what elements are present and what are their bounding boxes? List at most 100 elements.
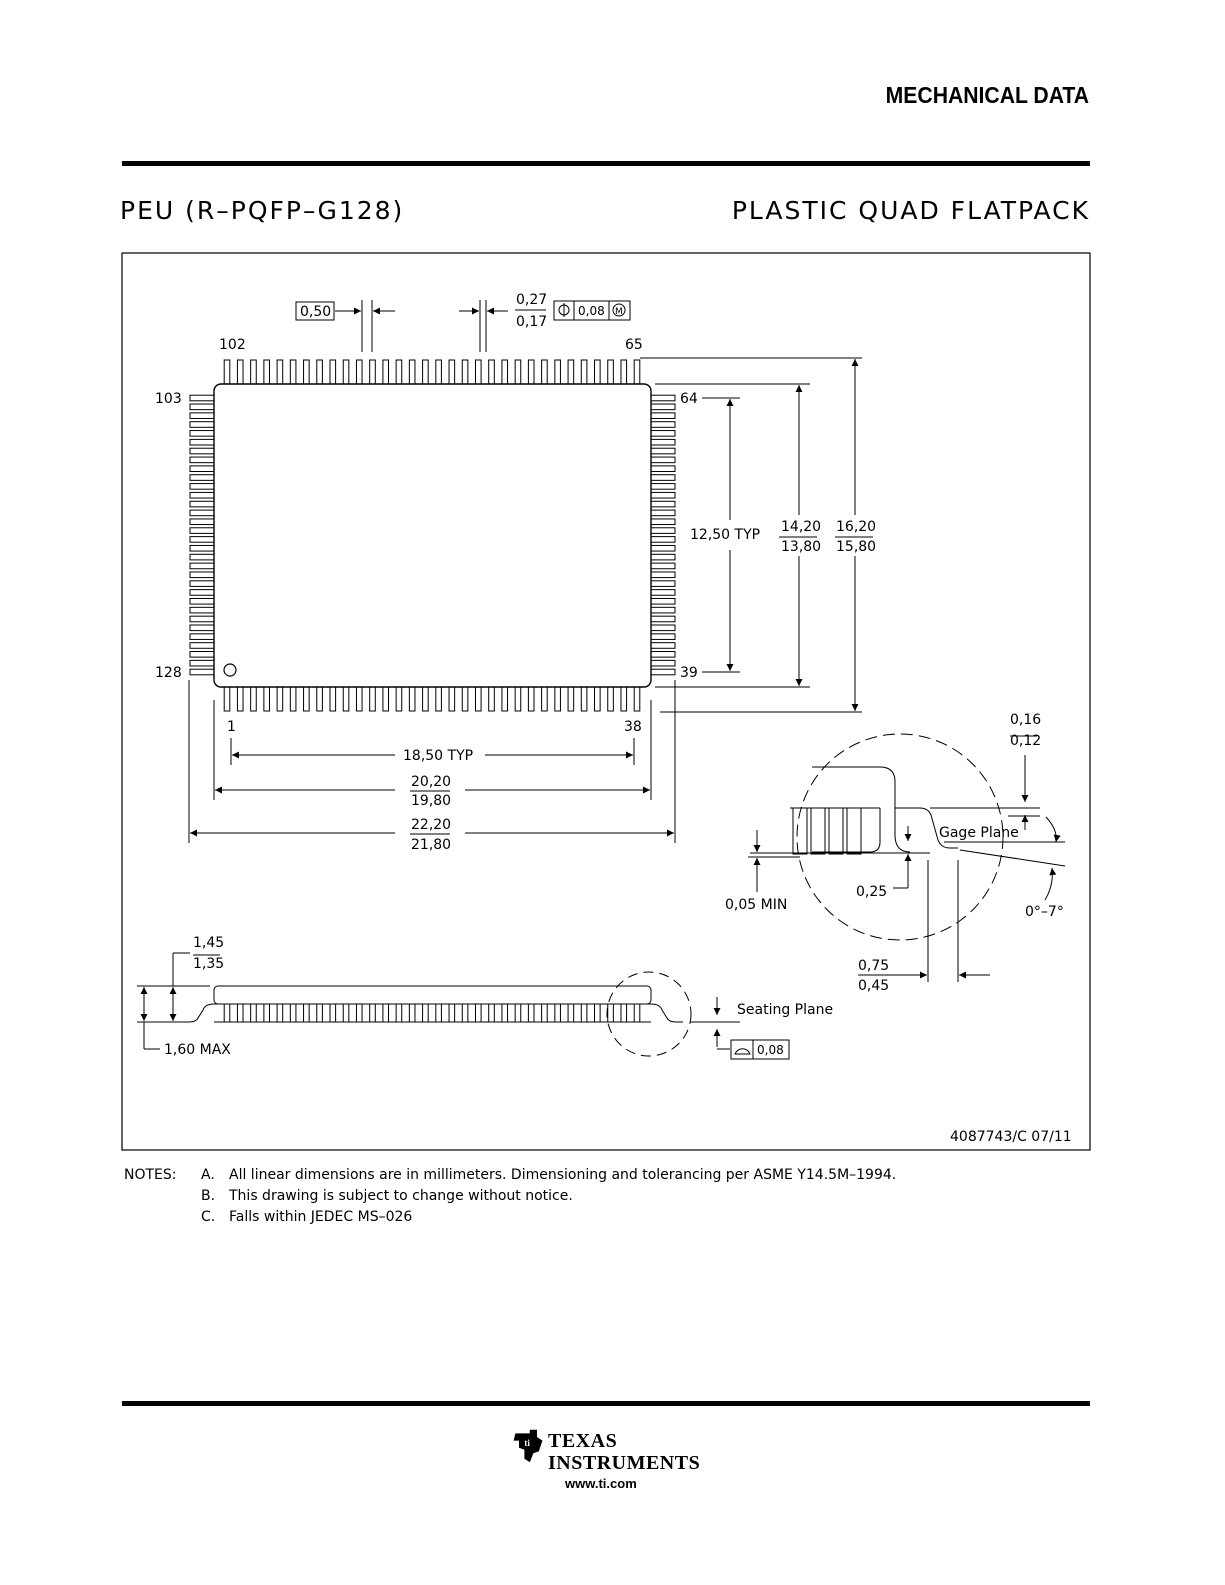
lead [650, 615, 676, 623]
lead [650, 571, 676, 579]
lead [650, 597, 676, 605]
side-view [137, 952, 790, 1060]
lead [189, 580, 215, 587]
lead [620, 1003, 628, 1023]
lead [236, 1003, 244, 1023]
lead [395, 359, 403, 385]
lead [189, 491, 215, 499]
pin-label-38: 38 [624, 719, 642, 735]
lead [650, 544, 676, 552]
lead [303, 359, 310, 385]
notes-label: NOTES: [124, 1167, 177, 1183]
package-body [213, 383, 652, 688]
lead [276, 1003, 284, 1023]
lead [316, 1003, 323, 1023]
lead [650, 421, 676, 428]
drawing-id: 4087743/C 07/11 [950, 1129, 1072, 1145]
lead [435, 1003, 442, 1023]
lead [448, 359, 456, 385]
lead [541, 359, 548, 385]
pin1-marker [223, 663, 237, 677]
lead [355, 359, 363, 385]
lead [514, 1003, 522, 1023]
lead [303, 686, 310, 712]
lead [223, 1003, 231, 1023]
footer-url[interactable]: www.ti.com [565, 1476, 637, 1491]
note-c: C.Falls within JEDEC MS–026 [201, 1209, 413, 1225]
lead [223, 686, 231, 712]
pin-label-102: 102 [219, 337, 246, 353]
leads-bottom [223, 686, 641, 712]
brand-line-1: TEXAS [548, 1430, 618, 1452]
lead [342, 1003, 350, 1023]
lead-width-dimension [459, 300, 631, 352]
lead [289, 359, 297, 385]
lead [594, 1003, 601, 1023]
seating-plane-label: Seating Plane [737, 1002, 833, 1018]
foot-length-max: 0,75 [858, 958, 889, 974]
lead [488, 686, 495, 712]
lead [189, 509, 215, 517]
lead [189, 421, 215, 428]
lead [189, 642, 215, 649]
ti-logo-icon: ti [513, 1429, 543, 1463]
lead [594, 359, 601, 385]
lead [580, 1003, 588, 1023]
lead [189, 544, 215, 552]
foot-length-min: 0,45 [858, 978, 889, 994]
lead [567, 359, 575, 385]
max-height-value: 1,60 MAX [164, 1042, 231, 1058]
height-typ: 12,50 TYP [690, 527, 760, 543]
lead [189, 474, 215, 481]
horizontal-dimensions [188, 680, 676, 843]
pkg-height-min: 1,35 [193, 956, 224, 972]
lead [422, 359, 429, 385]
lead [650, 668, 676, 676]
lead [250, 1003, 257, 1023]
lead [250, 686, 257, 712]
lead [189, 500, 215, 508]
coplanarity-value: 0,08 [757, 1043, 784, 1057]
lead [650, 606, 676, 614]
lead-thickness-max: 0,16 [1010, 712, 1041, 728]
lead [189, 562, 215, 570]
pin-label-39: 39 [680, 665, 698, 681]
lead [650, 553, 676, 561]
lead [422, 686, 429, 712]
lead [554, 686, 561, 712]
position-tolerance: 0,08 [578, 304, 605, 318]
overall-height-max: 16,20 [836, 519, 876, 535]
lead [422, 1003, 429, 1023]
lead [580, 359, 588, 385]
lead [263, 686, 270, 712]
pin-label-65: 65 [625, 337, 643, 353]
lead [650, 491, 676, 499]
lead [289, 1003, 297, 1023]
lead [650, 642, 676, 649]
lead [329, 359, 337, 385]
lead [474, 359, 482, 385]
lead [461, 686, 469, 712]
body-height-min: 13,80 [781, 539, 821, 555]
lead [189, 668, 215, 676]
lead [382, 686, 390, 712]
detail-view [748, 733, 1066, 982]
lead [650, 659, 676, 667]
lead [263, 359, 270, 385]
lead [541, 1003, 548, 1023]
lead [554, 1003, 561, 1023]
lead [633, 1003, 641, 1023]
lead [650, 465, 676, 473]
lead [474, 1003, 482, 1023]
pin-label-103: 103 [155, 391, 182, 407]
pin-label-64: 64 [680, 391, 698, 407]
lead [189, 394, 215, 402]
lead [580, 686, 588, 712]
lead [342, 359, 350, 385]
lead [650, 509, 676, 517]
lead [189, 633, 215, 640]
lead [316, 686, 323, 712]
lead [189, 606, 215, 614]
pin-label-128: 128 [155, 665, 182, 681]
vertical-dimensions [640, 357, 873, 713]
